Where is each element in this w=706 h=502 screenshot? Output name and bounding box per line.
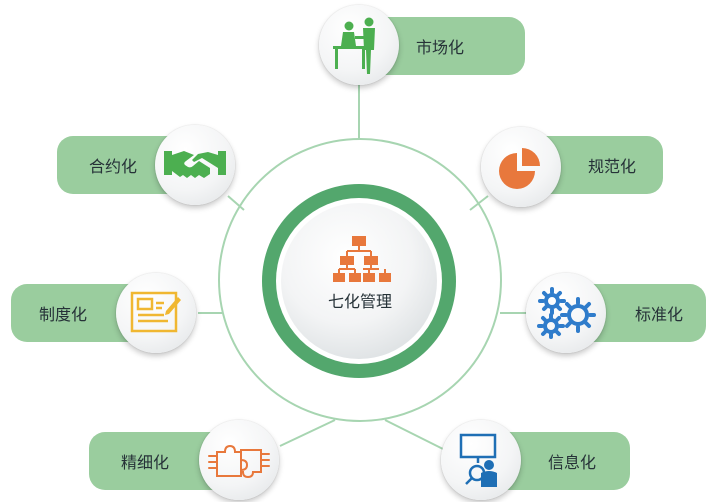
connector-refine (279, 419, 336, 447)
handshake-icon (164, 151, 226, 178)
puzzle-link-icon (208, 444, 270, 479)
outer-ring (218, 138, 502, 422)
handover-people-icon (333, 17, 375, 74)
center-label: 七化管理 (327, 292, 392, 311)
node-refine (199, 420, 279, 500)
connector-info (384, 419, 446, 451)
label-contract: 合约化 (89, 157, 138, 176)
org-chart-icon (333, 236, 391, 282)
node-market (319, 5, 399, 85)
document-pen-icon (130, 291, 181, 333)
node-info (441, 420, 521, 500)
presenter-search-icon (459, 433, 497, 487)
connector-contract (227, 195, 245, 211)
node-standardize (481, 127, 561, 207)
label-standardize: 规范化 (588, 157, 637, 176)
label-standard: 标准化 (635, 305, 684, 324)
gears-icon (537, 287, 596, 339)
node-contract (155, 125, 235, 205)
pie-chart-icon (499, 148, 540, 189)
node-system (116, 273, 196, 353)
label-market: 市场化 (416, 38, 465, 57)
node-standard (526, 273, 606, 353)
label-refine: 精细化 (121, 453, 170, 472)
label-system: 制度化 (39, 305, 88, 324)
label-info: 信息化 (548, 453, 597, 472)
